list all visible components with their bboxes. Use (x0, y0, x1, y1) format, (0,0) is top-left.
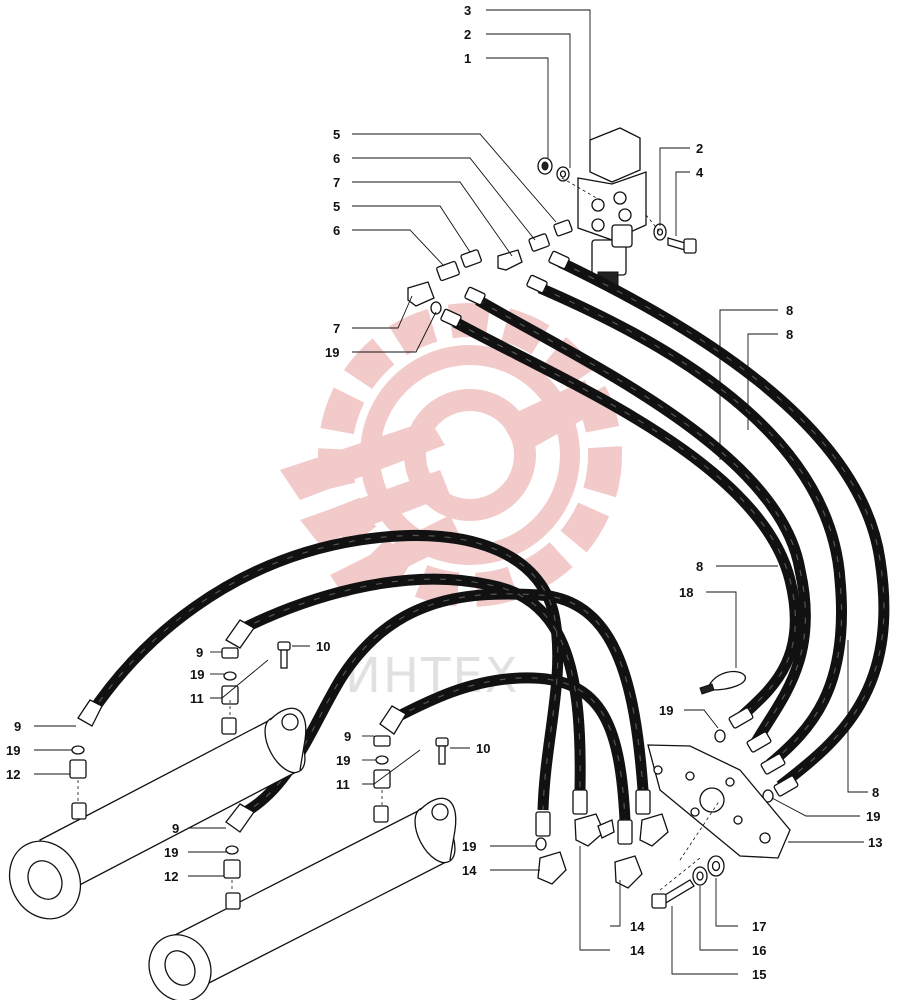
callout-labels: 3 2 1 5 6 7 5 6 7 19 2 4 8 8 8 18 19 8 1… (6, 3, 882, 982)
callout-14-b: 14 (630, 919, 645, 934)
callout-13: 13 (868, 835, 882, 850)
elbow-part-14-b (574, 813, 615, 847)
hose-end-fittings-plate (714, 707, 799, 803)
callout-19-a: 19 (325, 345, 339, 360)
callout-14-a: 14 (462, 863, 477, 878)
washer-part-17 (707, 855, 725, 877)
cable-tie-part-18 (699, 670, 746, 695)
o-ring-part-19-lower (535, 837, 547, 851)
callout-8-d: 8 (872, 785, 879, 800)
callout-19-f: 19 (336, 753, 350, 768)
callout-2-right: 2 (696, 141, 703, 156)
mounting-plate-part-13 (647, 744, 791, 859)
hose-end-fittings-top (440, 250, 570, 328)
callout-3-top: 3 (464, 3, 471, 18)
elbow-part-7-lower (407, 281, 435, 307)
callout-17: 17 (752, 919, 766, 934)
nut-part-1 (537, 157, 553, 175)
callout-10-a: 10 (316, 639, 330, 654)
callout-19-h: 19 (462, 839, 476, 854)
callout-9-b: 9 (14, 719, 21, 734)
callout-11-b: 11 (336, 777, 350, 792)
callout-12-b: 12 (164, 869, 178, 884)
callout-16: 16 (752, 943, 766, 958)
callout-4-right: 4 (696, 165, 704, 180)
callout-12-a: 12 (6, 767, 20, 782)
callout-6-a: 6 (333, 151, 340, 166)
callout-1-top: 1 (464, 51, 471, 66)
washer-part-2-top (556, 166, 570, 182)
callout-19-c: 19 (866, 809, 880, 824)
callout-7-b: 7 (333, 321, 340, 336)
adapter-part-6-lower (436, 260, 460, 282)
callout-19-e: 19 (6, 743, 20, 758)
callout-8-a: 8 (786, 303, 793, 318)
callout-5-b: 5 (333, 199, 340, 214)
washer-part-16 (692, 866, 708, 886)
hydraulic-cylinder-lower (148, 797, 457, 1000)
callout-6-b: 6 (333, 223, 340, 238)
fitting-stack-left-bottom (69, 745, 87, 779)
callout-5-a: 5 (333, 127, 340, 142)
bolt-part-10-left (277, 641, 291, 669)
callout-14-c: 14 (630, 943, 645, 958)
callout-10-b: 10 (476, 741, 490, 756)
gear-wrench-logo-icon (280, 303, 622, 607)
callout-15: 15 (752, 967, 766, 982)
callout-19-d: 19 (190, 667, 204, 682)
hydraulic-cylinder-upper (8, 707, 307, 920)
callout-8-b: 8 (786, 327, 793, 342)
callout-19-b: 19 (659, 703, 673, 718)
control-valve (577, 127, 647, 287)
washer-part-2-right (653, 223, 667, 241)
long-hose-set-8 (452, 257, 890, 791)
callout-11-a: 11 (190, 691, 204, 706)
bolt-part-10-right (435, 737, 449, 765)
adapter-part-5-lower (460, 249, 482, 268)
elbow-part-14-c (614, 855, 643, 889)
callout-18: 18 (679, 585, 693, 600)
bolt-part-15 (651, 879, 695, 909)
elbow-part-7-upper (497, 249, 523, 271)
adapter-part-5-upper (553, 219, 573, 237)
callout-8-c: 8 (696, 559, 703, 574)
cylinder-hose-set-9 (85, 530, 649, 821)
fitting-stack-left-top (221, 647, 239, 705)
callout-9-d: 9 (172, 821, 179, 836)
fitting-stack-right-top (373, 735, 391, 789)
leader-lines (34, 9, 868, 975)
elbow-part-14-d (639, 813, 669, 847)
callout-2-top: 2 (464, 27, 471, 42)
fitting-stack-right-bottom (223, 845, 241, 879)
bolt-part-4 (667, 237, 697, 254)
callout-9-a: 9 (196, 645, 203, 660)
assembly-lines (77, 177, 721, 892)
o-ring-part-19-upper (430, 301, 442, 315)
callout-7-a: 7 (333, 175, 340, 190)
elbow-part-14-a (537, 851, 567, 885)
cylinder-hose-fittings (77, 619, 651, 845)
callout-9-c: 9 (344, 729, 351, 744)
callout-19-g: 19 (164, 845, 178, 860)
